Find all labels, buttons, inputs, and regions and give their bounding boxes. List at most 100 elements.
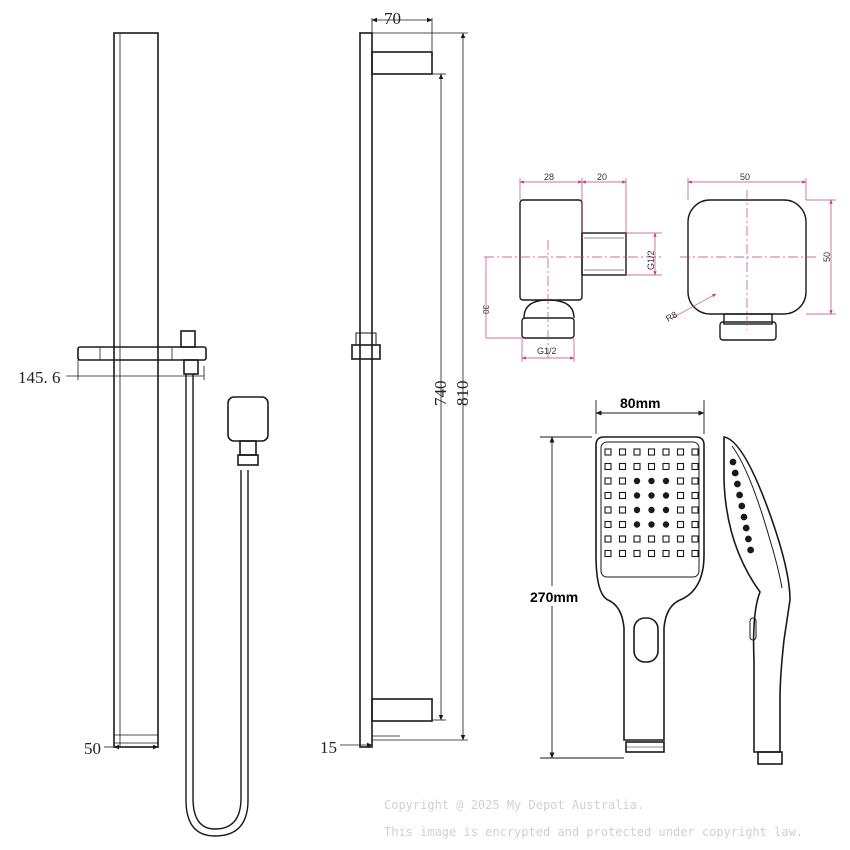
spray-nozzle-round	[648, 492, 655, 499]
side-nozzle	[731, 469, 739, 477]
spray-nozzle-square	[604, 462, 612, 471]
spray-nozzle-square	[691, 448, 699, 456]
rail-tube	[113, 32, 159, 748]
dim-elbow-offset: 30	[481, 305, 490, 314]
dim-elbow-body: 28	[544, 172, 554, 182]
spray-nozzle-square	[662, 448, 670, 456]
spray-nozzle-square	[604, 535, 612, 543]
spray-nozzle-square	[604, 448, 612, 456]
dim-handpiece-length: 270mm	[530, 589, 578, 605]
handpiece-side	[723, 436, 791, 765]
spray-nozzle-square	[604, 506, 612, 514]
elbow-side-dims	[484, 178, 662, 362]
spray-nozzle-round	[648, 477, 655, 485]
spray-nozzle-square	[676, 477, 685, 485]
spray-nozzle-square	[618, 477, 627, 485]
rail-side-tube	[359, 32, 373, 748]
dim-elbow-outlet: 20	[597, 172, 607, 182]
spray-nozzle-square	[618, 462, 627, 471]
hose	[185, 374, 249, 837]
side-nozzle	[740, 513, 748, 521]
spray-nozzle-square	[633, 549, 641, 558]
bracket-holder	[180, 330, 196, 348]
spray-nozzle-square	[676, 535, 685, 543]
spray-nozzle-square	[676, 448, 685, 456]
spray-nozzle-square	[604, 520, 612, 529]
rail-side-dims	[340, 17, 468, 748]
spray-nozzle-square	[604, 491, 612, 500]
dim-handpiece-width: 80mm	[620, 395, 660, 411]
rail-side-view	[351, 32, 433, 748]
elbow-front-dims	[671, 178, 836, 330]
side-nozzle	[729, 458, 737, 466]
spray-nozzle-square	[633, 462, 641, 471]
spray-nozzle-square	[647, 535, 656, 543]
dim-elbow-width: 50	[740, 172, 750, 182]
spray-nozzle-square	[618, 448, 627, 456]
elbow-body	[519, 199, 583, 301]
spray-nozzle-square	[691, 549, 699, 558]
side-nozzle	[736, 491, 743, 499]
handpiece-outline	[595, 436, 705, 741]
dim-elbow-radius: R8	[664, 309, 679, 323]
spray-nozzle-round	[648, 506, 655, 514]
spray-nozzle-square	[618, 506, 627, 514]
dim-elbow-height: 50	[822, 252, 832, 262]
spray-nozzle-square	[633, 448, 641, 456]
watermark-line1: Copyright @ 2025 My Depot Australia.	[384, 798, 644, 812]
spray-nozzle-round	[662, 492, 670, 499]
spray-nozzle-round	[633, 477, 641, 485]
elbow-inlet	[523, 299, 575, 319]
rail-front-view	[77, 32, 269, 837]
side-nozzle	[747, 546, 754, 554]
side-slider	[351, 344, 381, 360]
dim-thread-side: G1/2	[646, 250, 656, 270]
dim-total-height: 810	[453, 381, 472, 407]
dim-thread-bottom: G1/2	[537, 346, 557, 356]
spray-nozzle-square	[604, 549, 612, 558]
spray-nozzle-round	[633, 492, 641, 499]
dim-bracket-offset: 145. 6	[18, 368, 61, 387]
spray-nozzle-square	[691, 462, 699, 471]
spray-nozzle-square	[676, 506, 685, 514]
spray-nozzle-round	[662, 477, 670, 485]
spray-nozzle-round	[648, 521, 655, 528]
spray-nozzle-square	[676, 491, 685, 500]
spray-nozzles	[604, 448, 699, 558]
spray-nozzle-square	[618, 520, 627, 529]
rail-front-dims	[66, 360, 205, 750]
handpiece-side-outline	[723, 436, 791, 753]
spray-nozzle-round	[662, 506, 670, 514]
dim-bottom-offset: 15	[320, 738, 337, 757]
spray-nozzle-square	[676, 520, 685, 529]
wall-elbow-small	[227, 396, 269, 442]
spray-nozzle-square	[691, 506, 699, 514]
spray-nozzle-square	[691, 477, 699, 485]
spray-nozzle-square	[691, 520, 699, 529]
spray-nozzle-square	[676, 549, 685, 558]
spray-nozzle-square	[633, 535, 641, 543]
dim-inner-height: 740	[431, 381, 450, 407]
spray-nozzle-square	[691, 535, 699, 543]
spray-nozzle-square	[662, 549, 670, 558]
spray-nozzle-square	[604, 477, 612, 485]
handpiece-dims	[540, 400, 705, 759]
watermark-line2: This image is encrypted and protected un…	[384, 825, 803, 839]
bracket-clip	[183, 359, 199, 375]
spray-nozzle-square	[647, 462, 656, 471]
spray-nozzle-round	[662, 521, 670, 528]
elbow-side-view	[519, 199, 627, 339]
elbow-outlet	[581, 232, 627, 276]
bottom-mount	[371, 698, 433, 722]
spray-face	[600, 441, 700, 578]
side-nozzle	[745, 535, 752, 543]
spray-nozzle-square	[618, 549, 627, 558]
spray-nozzle-square	[676, 462, 685, 471]
spray-nozzle-square	[647, 448, 656, 456]
side-nozzle	[734, 480, 741, 488]
spray-nozzle-square	[662, 535, 670, 543]
handpiece-front	[595, 436, 705, 753]
dim-top-width: 70	[384, 9, 401, 28]
dim-bottom-width: 50	[84, 739, 101, 758]
handle-button	[633, 617, 659, 663]
